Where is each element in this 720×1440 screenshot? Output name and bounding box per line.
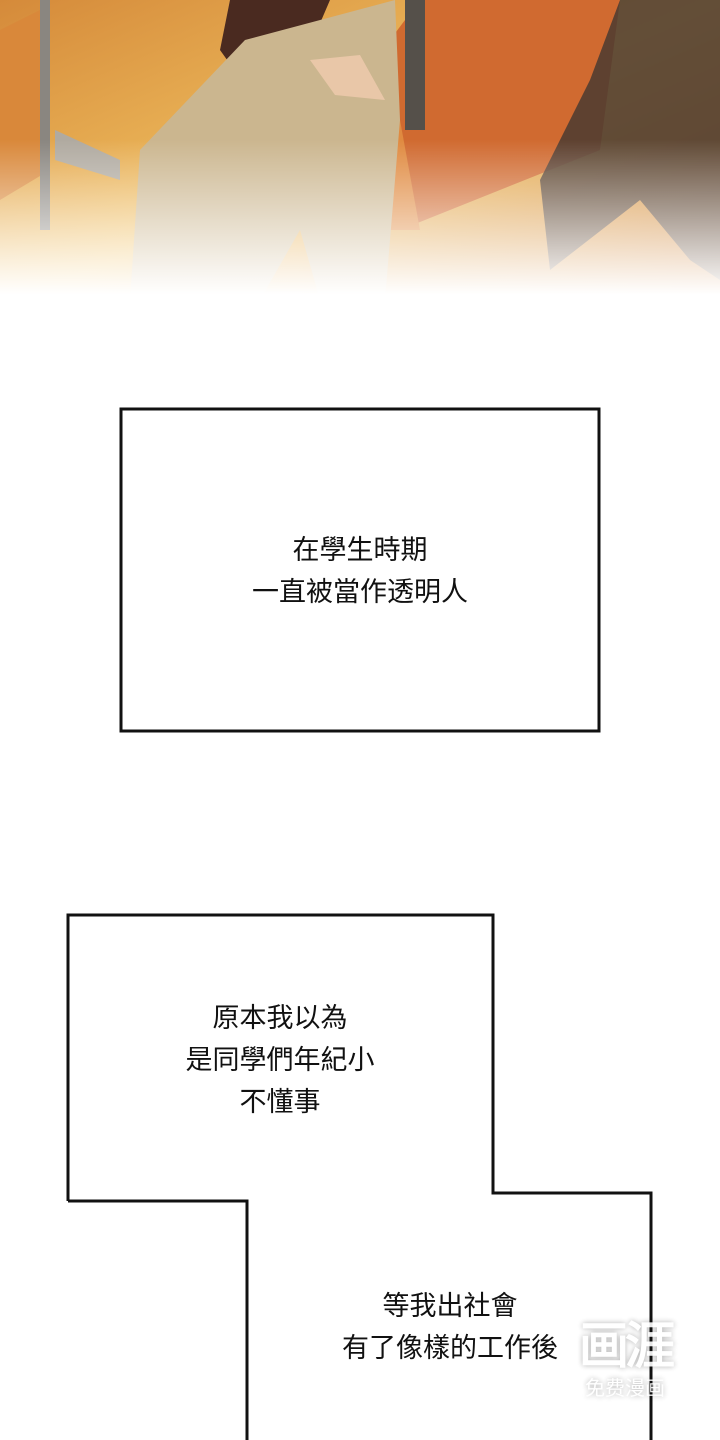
caption-line: 是同學們年紀小 <box>185 1045 375 1076</box>
caption-panel-3: 等我出社會 有了像樣的工作後 <box>300 1286 600 1370</box>
watermark: 画涯 免费漫画 <box>565 1318 685 1418</box>
watermark-subtitle: 免费漫画 <box>585 1376 665 1400</box>
panel-2-border <box>66 913 653 1440</box>
caption-panel-1: 在學生時期 一直被當作透明人 <box>120 530 600 614</box>
watermark-logo: 画涯 <box>579 1317 675 1375</box>
caption-line: 一直被當作透明人 <box>252 577 468 608</box>
caption-line: 在學生時期 <box>292 535 428 566</box>
caption-line: 原本我以為 <box>212 1003 348 1034</box>
caption-line: 不懂事 <box>239 1087 321 1118</box>
caption-line: 有了像樣的工作後 <box>342 1333 558 1364</box>
caption-line: 等我出社會 <box>382 1291 518 1322</box>
caption-panel-2: 原本我以為 是同學們年紀小 不懂事 <box>130 998 430 1124</box>
comic-illustration-classroom <box>0 0 720 310</box>
panel-1-border <box>119 407 601 733</box>
panel-3-border <box>68 1199 249 1440</box>
